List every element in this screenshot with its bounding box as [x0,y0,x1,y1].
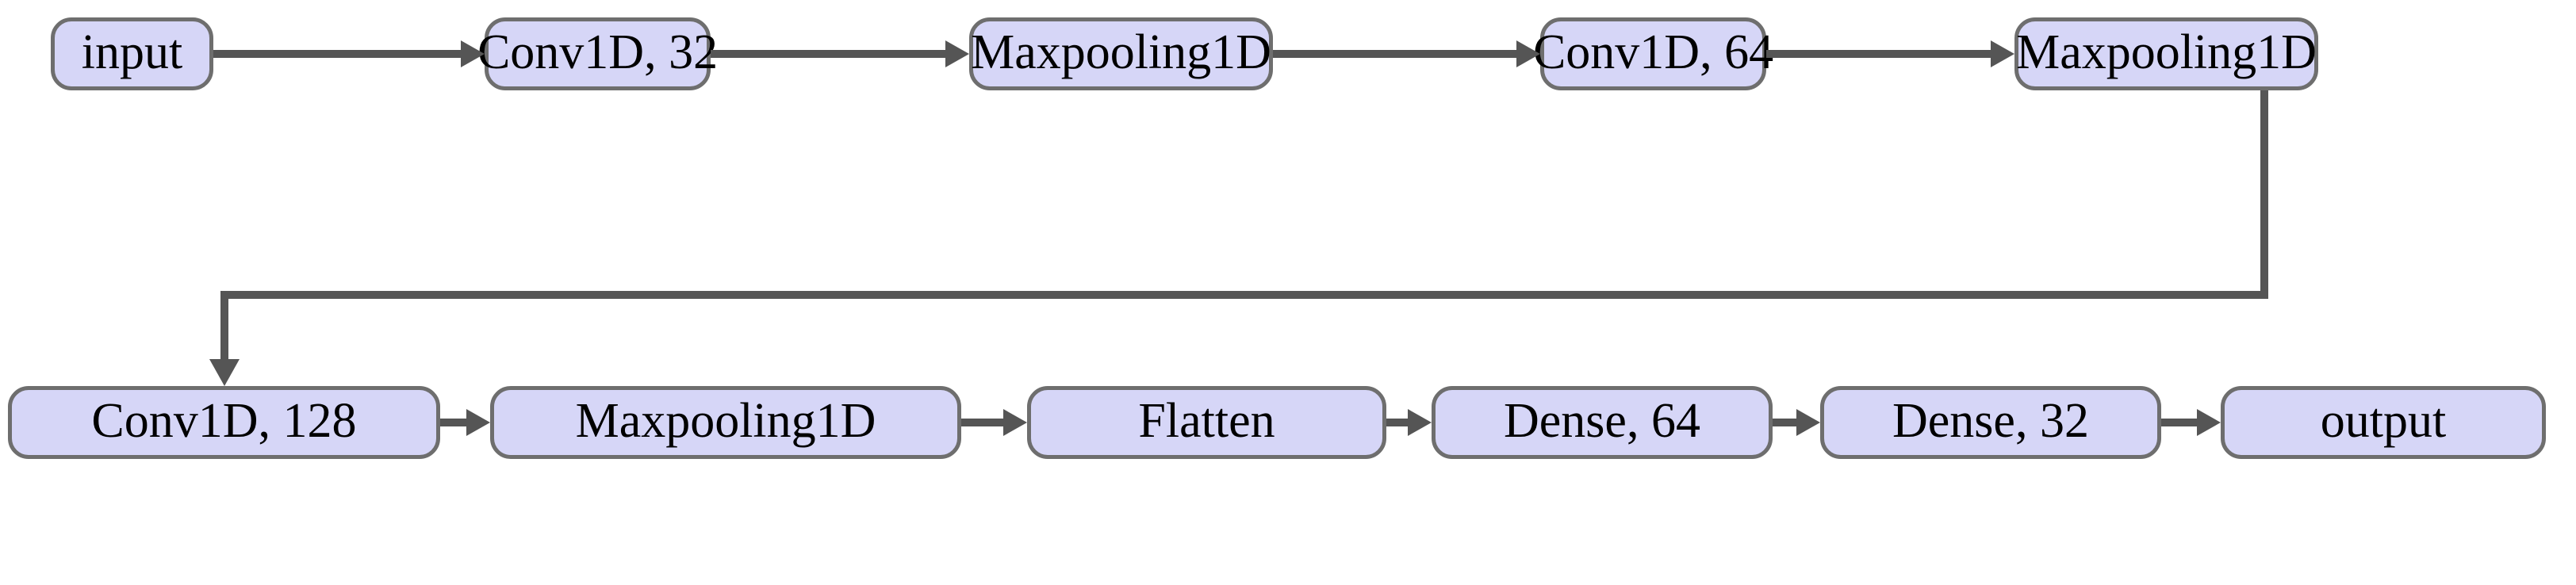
arrowhead-down-icon [209,359,240,386]
edge-shaft [1386,419,1410,426]
arrowhead-right-icon [1991,40,2014,67]
edge-shaft [1773,419,1799,426]
node-label: Maxpooling1D [575,394,876,448]
arrowhead-right-icon [461,40,485,67]
node-flatten[interactable]: Flatten [1027,386,1386,459]
edge-shaft [711,50,945,58]
arrowhead-right-icon [1796,409,1820,436]
node-output[interactable]: output [2221,386,2546,459]
edge-elbow-vertical-right [2260,90,2268,299]
edge-shaft [1273,50,1516,58]
edge-shaft [213,50,461,58]
node-label: Maxpooling1D [971,25,1271,79]
edge-elbow-vertical-left [220,291,228,359]
node-label: Conv1D, 32 [477,25,719,79]
arrowhead-right-icon [1003,409,1027,436]
node-conv1d-128[interactable]: Conv1D, 128 [8,386,440,459]
node-label: Dense, 64 [1504,394,1700,448]
node-maxpooling1d-2[interactable]: Maxpooling1D [2014,17,2318,90]
node-label: Dense, 32 [1892,394,2089,448]
node-maxpooling1d-1[interactable]: Maxpooling1D [969,17,1273,90]
arrowhead-right-icon [466,409,490,436]
node-label: Maxpooling1D [2016,25,2317,79]
node-label: input [81,25,183,79]
node-dense-64[interactable]: Dense, 64 [1432,386,1773,459]
node-conv1d-64[interactable]: Conv1D, 64 [1533,17,1773,90]
node-maxpooling1d-3[interactable]: Maxpooling1D [490,386,961,459]
edge-shaft [961,419,1006,426]
node-input[interactable]: input [51,17,213,90]
node-label: Conv1D, 64 [1532,25,1774,79]
arrowhead-right-icon [945,40,969,67]
arrowhead-right-icon [2197,409,2221,436]
node-label: Conv1D, 128 [91,394,357,448]
node-label: Flatten [1138,394,1275,448]
arrowhead-right-icon [1516,40,1540,67]
node-label: output [2320,394,2447,448]
edge-shaft [440,419,469,426]
edge-shaft [2161,419,2199,426]
edge-elbow-horizontal [220,291,2268,299]
edge-shaft [1766,50,1991,58]
node-conv1d-32[interactable]: Conv1D, 32 [477,17,718,90]
arrowhead-right-icon [1408,409,1432,436]
node-dense-32[interactable]: Dense, 32 [1820,386,2161,459]
